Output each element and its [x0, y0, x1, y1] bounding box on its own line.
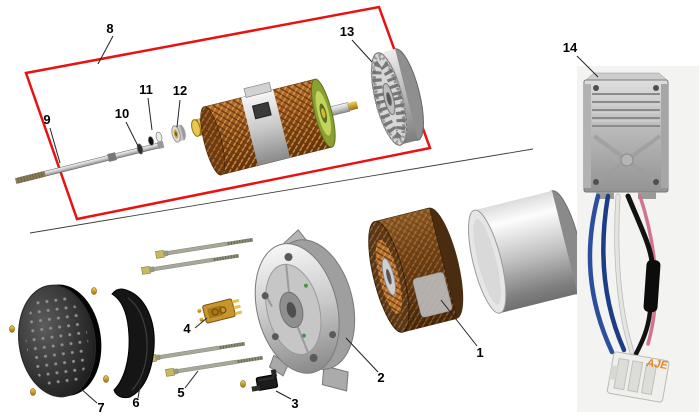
spacer-rings — [147, 131, 163, 146]
part-leader-8 — [97, 35, 114, 65]
leader-lines — [49, 35, 599, 404]
part-label-7: 7 — [97, 400, 104, 415]
part-label-2: 2 — [377, 370, 384, 385]
rotor-shaft — [15, 140, 165, 184]
construction-line — [29, 148, 534, 234]
part-leader-11 — [147, 97, 153, 131]
regulator-wires — [587, 193, 658, 357]
bolt — [141, 253, 240, 275]
part-label-12: 12 — [173, 83, 187, 98]
small-connector-part — [251, 369, 279, 392]
end-cylinder — [468, 190, 584, 314]
part-label-14: 14 — [563, 40, 578, 55]
part-leader-9 — [49, 127, 61, 164]
part-label-13: 13 — [340, 24, 354, 39]
stator — [368, 207, 464, 333]
perforated-end-cover — [18, 284, 102, 398]
bolt — [155, 237, 254, 259]
bolt — [147, 341, 246, 363]
part-leader-4 — [194, 317, 208, 329]
part-label-5: 5 — [177, 385, 184, 400]
shaft-washer — [136, 143, 144, 155]
part-label-11: 11 — [139, 82, 153, 97]
part-label-10: 10 — [115, 106, 129, 121]
part-label-6: 6 — [132, 395, 139, 410]
part-leader-10 — [125, 121, 139, 147]
part-leader-13 — [351, 39, 373, 63]
part-label-9: 9 — [43, 112, 50, 127]
brush-holder — [197, 298, 243, 324]
part-label-3: 3 — [291, 396, 298, 411]
fan-wheel — [370, 48, 424, 146]
part-leader-3 — [275, 390, 292, 400]
part-labels: 1 2 3 4 5 6 7 8 9 10 11 12 13 14 — [43, 21, 578, 415]
through-bolts — [141, 237, 264, 377]
part-leader-1 — [440, 299, 478, 347]
rear-shell — [111, 288, 155, 399]
regulator-photo: AJE — [577, 66, 699, 412]
part-leader-7 — [79, 387, 98, 404]
part-leader-2 — [345, 337, 379, 373]
front-bracket — [254, 229, 356, 392]
small-screws — [9, 287, 246, 396]
part-label-8: 8 — [106, 21, 113, 36]
bolt — [165, 355, 264, 377]
regulator-connector — [606, 351, 670, 403]
part-leader-12 — [176, 99, 181, 128]
photo-watermark: AJE — [645, 357, 670, 372]
wire-sheath — [643, 259, 661, 313]
part-leader-14 — [576, 55, 599, 78]
part-label-1: 1 — [476, 345, 483, 360]
regulator-body — [583, 72, 669, 199]
bearing — [171, 124, 186, 143]
part-leader-6 — [137, 379, 142, 399]
part-label-4: 4 — [183, 321, 191, 336]
rotor-assembly — [200, 78, 359, 176]
part-leader-5 — [184, 370, 199, 389]
